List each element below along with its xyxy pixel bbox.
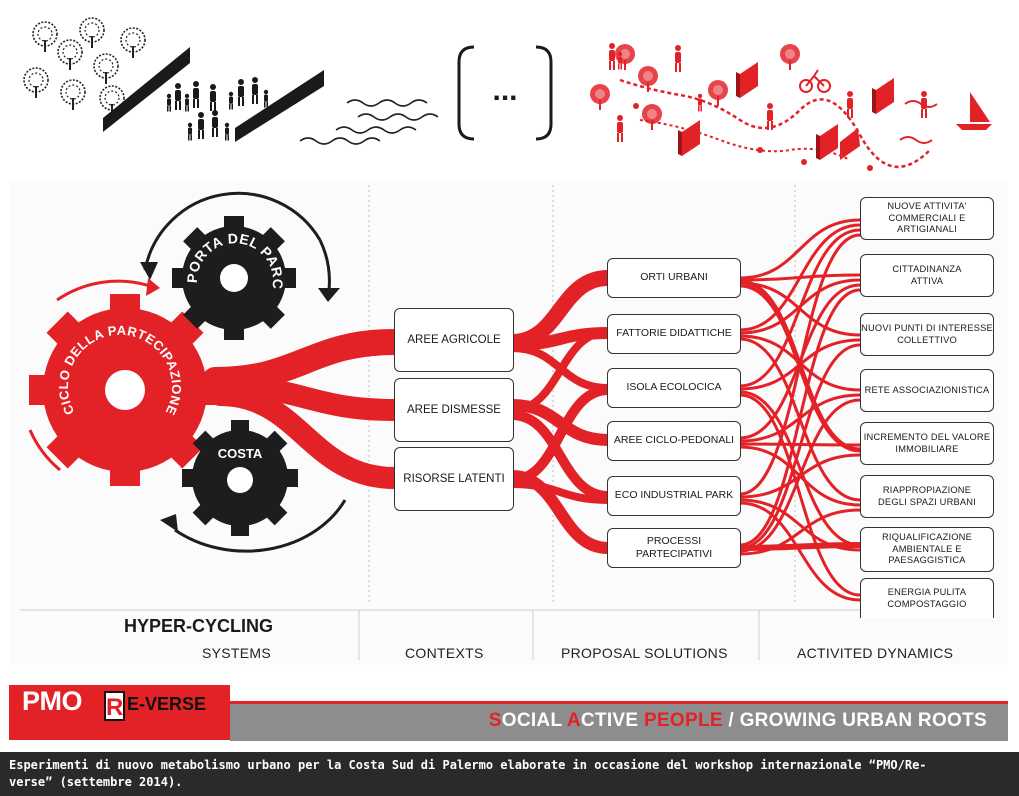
wall-icon	[103, 47, 190, 132]
proposal-box: ORTI URBANI	[607, 258, 741, 298]
proposal-box: AREE CICLO-PEDONALI	[607, 421, 741, 461]
logo-pmo: PMO	[22, 686, 83, 716]
dynamic-box: NUOVI PUNTI DI INTERESSE COLLETTIVO	[860, 313, 994, 356]
bracket-icon: ...	[457, 45, 553, 141]
context-box: RISORSE LATENTI	[394, 447, 514, 511]
wall-icon	[235, 70, 324, 142]
after-illustration	[590, 43, 992, 171]
bottom-gear-label: COSTA	[218, 446, 263, 461]
logo-r: R	[104, 691, 125, 721]
sailboat-icon	[956, 92, 992, 130]
tree-icon	[57, 39, 83, 71]
proposal-box: FATTORIE DIDATTICHE	[607, 314, 741, 354]
ellipsis: ...	[492, 74, 517, 107]
dynamic-box: RETE ASSOCIAZIONISTICA	[860, 369, 994, 412]
tree-icon	[60, 79, 86, 111]
flow-ribbons	[202, 218, 863, 602]
tree-icon	[120, 27, 146, 59]
dynamic-box: ENERGIA PULITA COMPOSTAGGIO	[860, 578, 994, 618]
top-gear	[140, 191, 340, 340]
banner-divider	[230, 701, 1008, 704]
context-box: AREE AGRICOLE	[394, 308, 514, 372]
close-button[interactable]	[975, 756, 1005, 786]
column-label-proposals: PROPOSAL SOLUTIONS	[561, 645, 728, 661]
column-label-dynamics: ACTIVITED DYNAMICS	[797, 645, 954, 661]
banner-tagline-area	[230, 704, 1008, 741]
before-illustration	[23, 17, 439, 145]
dynamic-box: NUOVE ATTIVITA' COMMERCIALI E ARTIGIANAL…	[860, 197, 994, 240]
banner-tagline: SOCIAL ACTIVE PEOPLE / GROWING URBAN ROO…	[488, 710, 987, 731]
hyper-cycling-title: HYPER-CYCLING	[124, 616, 274, 636]
bicycle-icon	[799, 69, 831, 93]
caption-bar	[0, 752, 1019, 796]
caption-text: Esperimenti di nuovo metabolismo urbano …	[9, 758, 927, 789]
tree-icon	[32, 21, 58, 53]
proposal-box: PROCESSI PARTECIPATIVI	[607, 528, 741, 568]
dynamic-box: INCREMENTO DEL VALORE IMMOBILIARE	[860, 422, 994, 465]
wave-icon	[299, 99, 439, 145]
dynamic-box: RIQUALIFICAZIONE AMBIENTALE E PAESAGGIST…	[860, 527, 994, 572]
column-label-contexts: CONTEXTS	[405, 645, 484, 661]
tree-icon	[93, 53, 119, 85]
family-icon	[166, 77, 269, 141]
column-label-systems: SYSTEMS	[202, 645, 272, 661]
bottom-gear: COSTA	[160, 420, 347, 553]
proposal-box: ECO INDUSTRIAL PARK	[607, 476, 741, 516]
red-gear	[28, 278, 221, 486]
logo-reverse: E-VERSE	[127, 694, 207, 714]
dynamic-box: RIAPPROPIAZIONE DEGLI SPAZI URBANI	[860, 475, 994, 518]
tree-icon	[23, 67, 49, 99]
dynamic-box: CITTADINANZA ATTIVA	[860, 254, 994, 297]
tree-icon	[79, 17, 105, 49]
proposal-box: ISOLA ECOLOCICA	[607, 368, 741, 408]
context-box: AREE DISMESSE	[394, 378, 514, 442]
